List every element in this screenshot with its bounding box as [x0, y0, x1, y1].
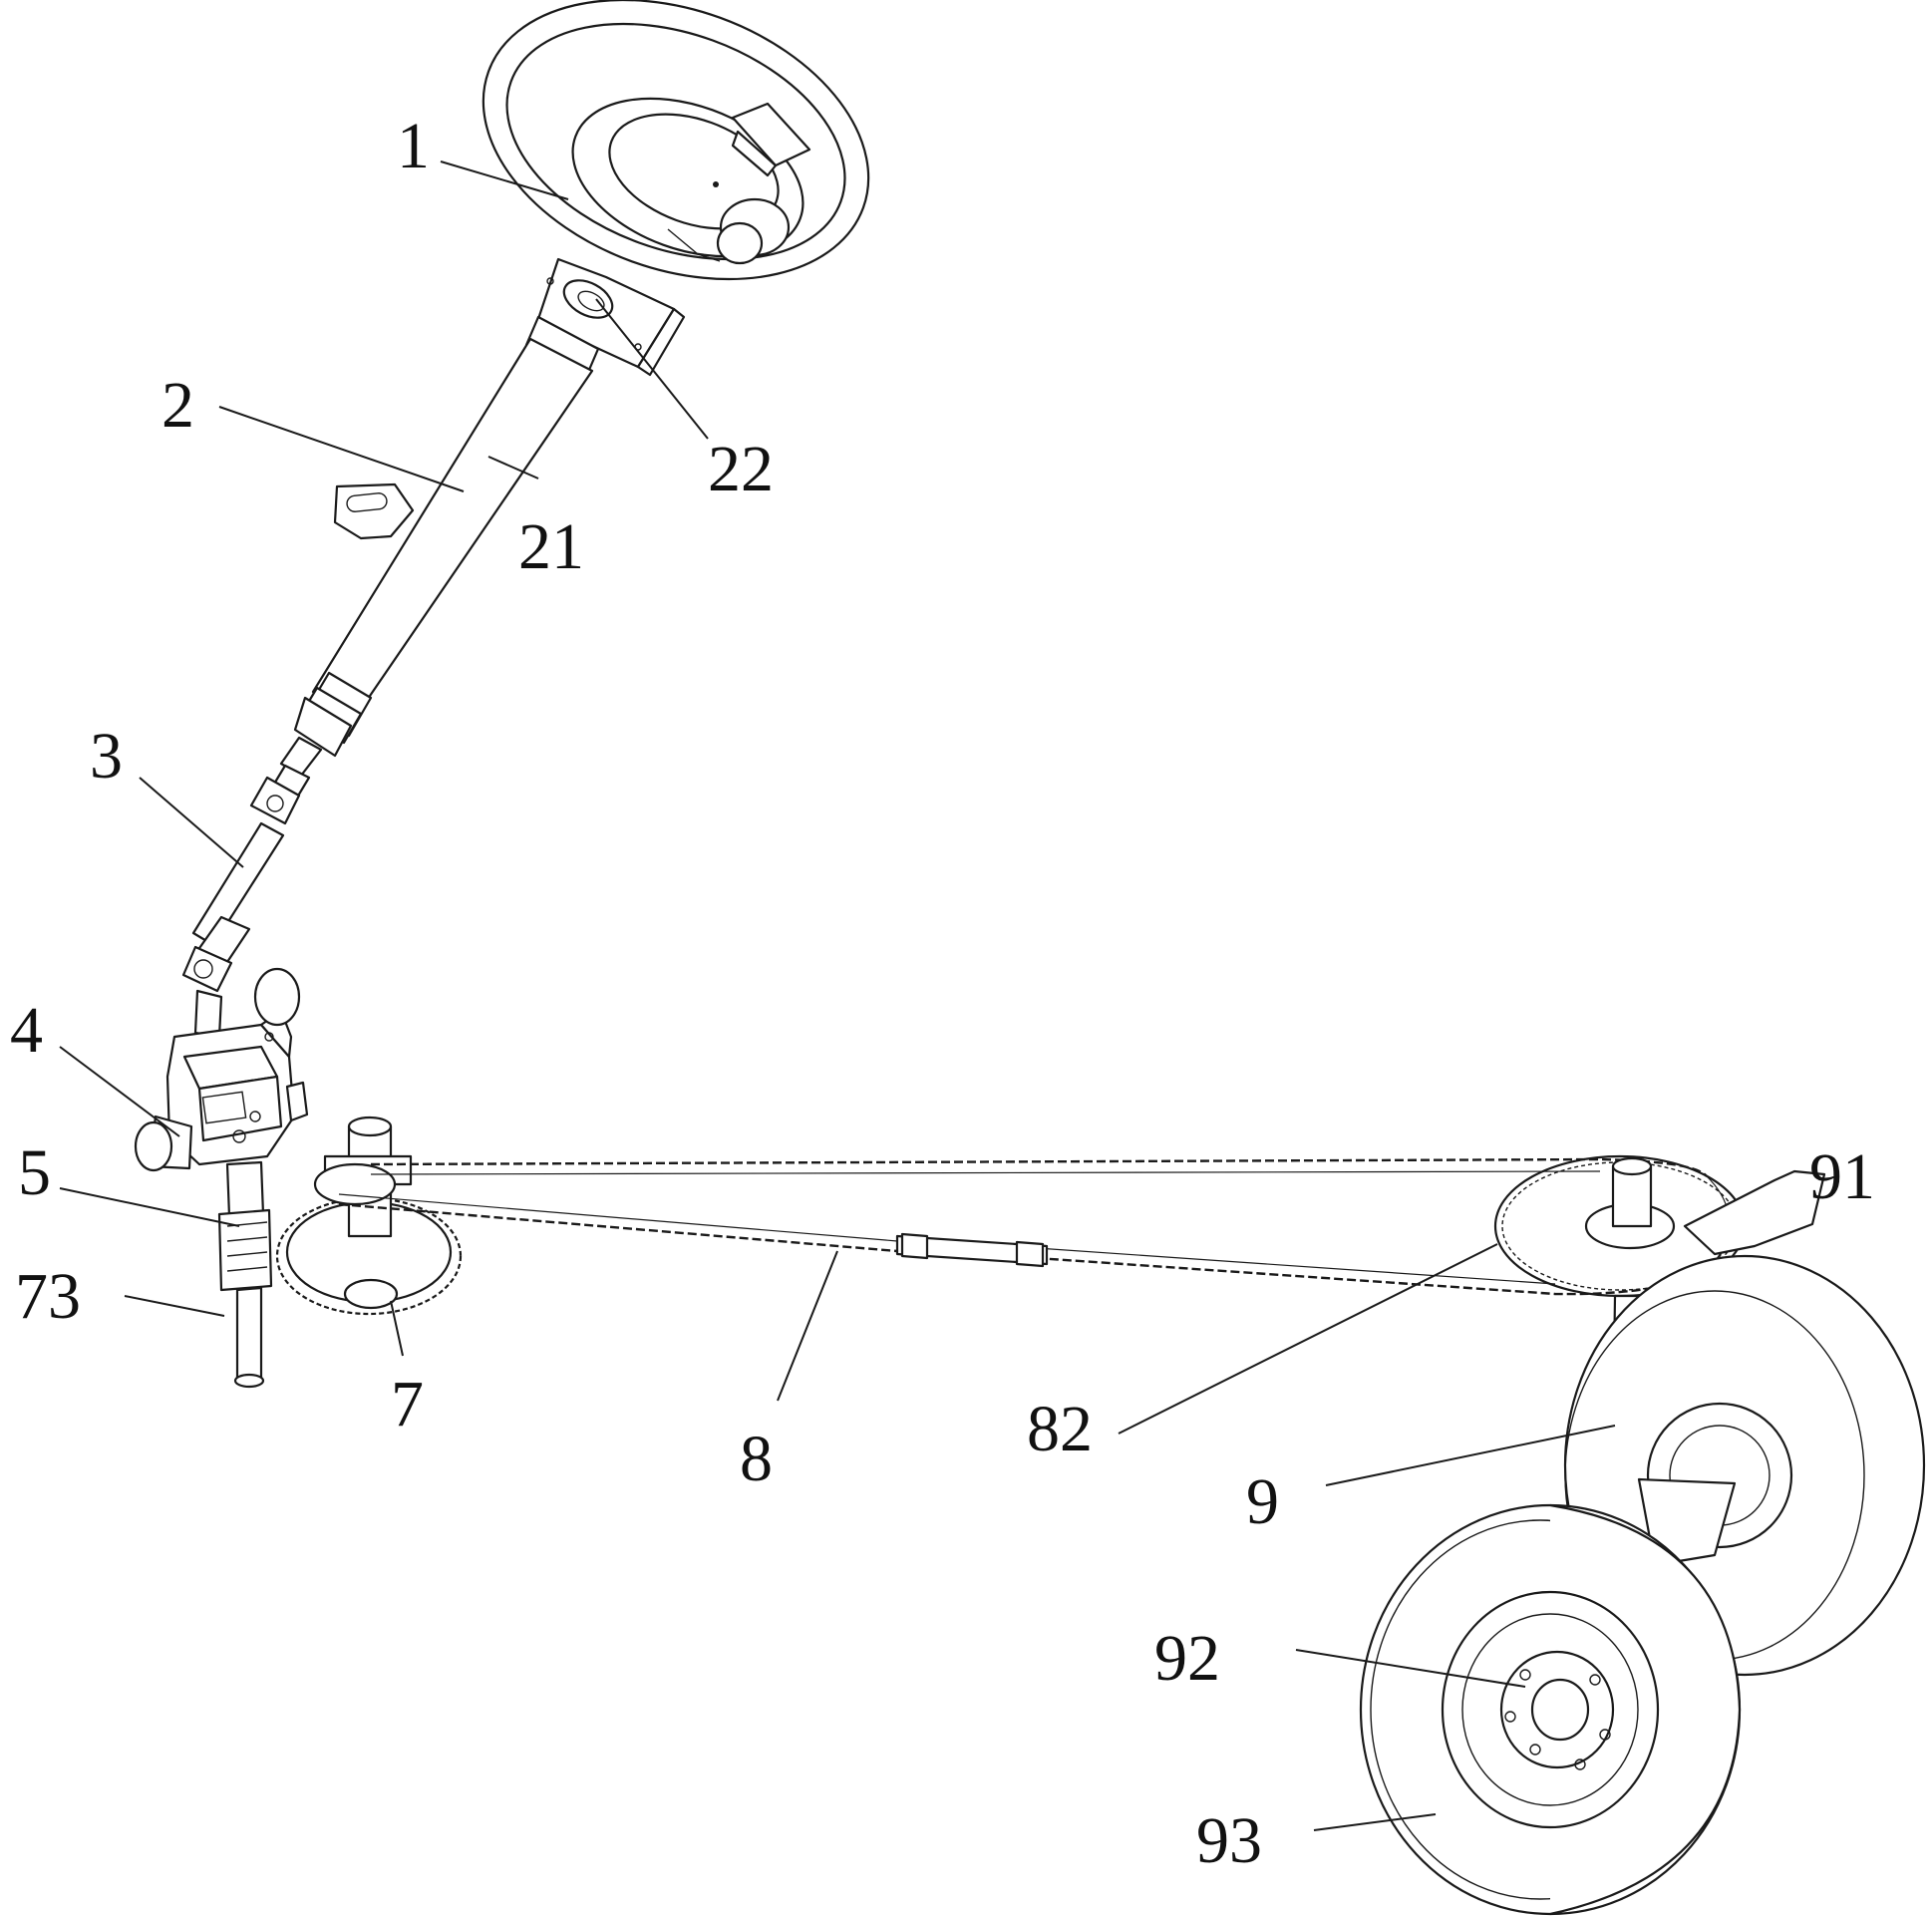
callout-1: 1 [397, 110, 430, 182]
steering-column [293, 315, 600, 758]
callout-2: 2 [161, 369, 194, 442]
callout-91: 91 [1809, 1140, 1875, 1213]
callout-9: 9 [1246, 1465, 1279, 1538]
callout-93: 93 [1196, 1804, 1262, 1877]
callout-22: 22 [708, 433, 774, 505]
drive-chain [313, 1154, 1747, 1298]
universal-joint-shaft [181, 736, 323, 1039]
callout-5: 5 [18, 1136, 51, 1209]
steering-gearbox [134, 967, 309, 1172]
callout-21: 21 [518, 510, 584, 583]
callout-92: 92 [1154, 1622, 1220, 1695]
callout-3: 3 [90, 720, 123, 793]
pinion-shaft [217, 1160, 273, 1389]
sector-gear [275, 1116, 463, 1316]
steering-wheel [482, 0, 870, 281]
callout-8: 8 [740, 1423, 773, 1495]
callout-labels: 1 2 21 22 3 4 5 73 7 8 82 91 9 92 93 [10, 110, 1875, 1877]
front-wheel [1359, 1503, 1742, 1916]
callout-73: 73 [15, 1260, 81, 1333]
leader-lines [59, 160, 1616, 1831]
callout-4: 4 [10, 994, 43, 1067]
callout-82: 82 [1027, 1393, 1093, 1465]
callout-7: 7 [391, 1368, 424, 1440]
